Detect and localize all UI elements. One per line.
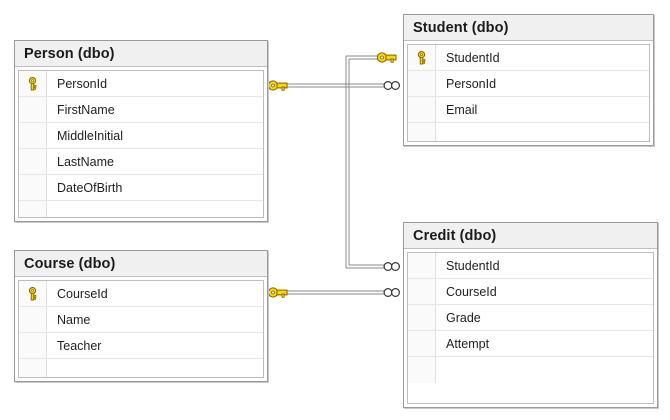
table-person[interactable]: Person (dbo) PersonId FirstName: [14, 40, 268, 222]
column-name: PersonId: [57, 76, 108, 91]
table-credit-columns: StudentId CourseId Grade Attempt: [407, 252, 654, 404]
table-row[interactable]: Email: [408, 97, 649, 123]
primary-key-cell: [408, 331, 436, 356]
primary-key-cell: [19, 71, 47, 96]
relationship-key-marker-course: [267, 287, 288, 298]
table-row[interactable]: PersonId: [408, 71, 649, 97]
relationship-key-marker-student: [376, 52, 397, 63]
table-credit-title: Credit (dbo): [404, 223, 657, 249]
primary-key-cell: [408, 123, 436, 141]
table-empty-row[interactable]: [408, 123, 649, 141]
column-name: FirstName: [57, 102, 115, 117]
primary-key-cell: [19, 175, 47, 200]
primary-key-cell: [19, 333, 47, 358]
table-row[interactable]: FirstName: [19, 97, 263, 123]
primary-key-cell: [19, 97, 47, 122]
table-row[interactable]: MiddleInitial: [19, 123, 263, 149]
primary-key-cell: [19, 123, 47, 148]
table-person-columns: PersonId FirstName MiddleInitial LastNam…: [18, 70, 264, 218]
table-row[interactable]: Name: [19, 307, 263, 333]
column-name: CourseId: [57, 286, 108, 301]
primary-key-cell: [19, 201, 47, 217]
column-name: PersonId: [446, 76, 497, 91]
primary-key-cell: [408, 279, 436, 304]
table-person-title: Person (dbo): [15, 41, 267, 67]
table-row[interactable]: Teacher: [19, 333, 263, 359]
table-row[interactable]: StudentId: [408, 45, 649, 71]
column-name: StudentId: [446, 50, 500, 65]
column-name: Attempt: [446, 336, 490, 351]
table-row[interactable]: CourseId: [408, 279, 653, 305]
table-empty-row[interactable]: [408, 357, 653, 383]
key-icon: [28, 286, 37, 300]
primary-key-cell: [408, 305, 436, 330]
primary-key-cell: [19, 307, 47, 332]
table-empty-row[interactable]: [19, 359, 263, 377]
table-row[interactable]: CourseId: [19, 281, 263, 307]
primary-key-cell: [408, 357, 436, 383]
column-name: CourseId: [446, 284, 497, 299]
column-name: DateOfBirth: [57, 180, 123, 195]
key-icon: [28, 76, 37, 90]
column-name: Teacher: [57, 338, 102, 353]
table-row[interactable]: PersonId: [19, 71, 263, 97]
primary-key-cell: [19, 149, 47, 174]
table-course[interactable]: Course (dbo) CourseId Name: [14, 250, 268, 382]
column-name: Email: [446, 102, 478, 117]
primary-key-cell: [408, 45, 436, 70]
key-icon: [417, 50, 426, 64]
primary-key-cell: [19, 359, 47, 377]
table-student-columns: StudentId PersonId Email: [407, 44, 650, 142]
table-empty-row[interactable]: [19, 201, 263, 217]
table-row[interactable]: StudentId: [408, 253, 653, 279]
column-name: Name: [57, 312, 91, 327]
table-student-title: Student (dbo): [404, 15, 653, 41]
table-row[interactable]: DateOfBirth: [19, 175, 263, 201]
primary-key-cell: [408, 253, 436, 278]
relationship-many-marker-student-personid: [383, 80, 400, 91]
column-name: Grade: [446, 310, 481, 325]
relationship-key-marker-person: [267, 80, 288, 91]
table-credit[interactable]: Credit (dbo) StudentId CourseId Grade At…: [403, 222, 658, 408]
primary-key-cell: [19, 281, 47, 306]
column-name: StudentId: [446, 258, 500, 273]
relationship-many-marker-credit-studentid: [383, 262, 400, 271]
table-course-title: Course (dbo): [15, 251, 267, 277]
table-row[interactable]: Grade: [408, 305, 653, 331]
primary-key-cell: [408, 97, 436, 122]
column-name: LastName: [57, 154, 114, 169]
table-row[interactable]: LastName: [19, 149, 263, 175]
table-course-columns: CourseId Name Teacher: [18, 280, 264, 378]
primary-key-cell: [408, 71, 436, 96]
column-name: MiddleInitial: [57, 128, 124, 143]
table-row[interactable]: Attempt: [408, 331, 653, 357]
table-student[interactable]: Student (dbo) StudentId PersonId: [403, 14, 654, 146]
relationship-many-marker-credit-courseid: [383, 288, 400, 297]
